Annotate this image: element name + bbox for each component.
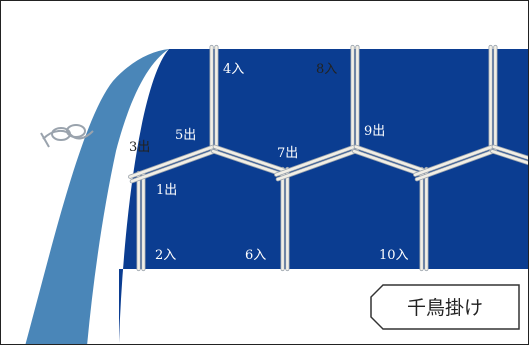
diagonal-thread-11-13 <box>413 144 496 182</box>
label-5-out: 5出 <box>175 128 196 143</box>
diagonal-thread-7-9 <box>274 144 358 182</box>
label-2-in: 2入 <box>155 248 176 263</box>
label-6-in: 6入 <box>245 248 266 263</box>
label-8-in: 8入 <box>316 62 337 77</box>
diagonal-thread-5-7 <box>211 144 288 178</box>
label-4-in: 4入 <box>223 62 244 77</box>
vertical-thread-1-2 <box>136 170 146 272</box>
net-panel <box>119 49 528 343</box>
caption-box <box>370 284 520 330</box>
diagonal-thread-3-5 <box>128 144 217 184</box>
diagonal-thread-13-edge <box>490 144 528 166</box>
vertical-thread-4-5 <box>209 44 219 152</box>
label-10-in: 10入 <box>379 248 409 263</box>
vertical-thread-6-7 <box>280 166 290 272</box>
label-3-out: 3出 <box>129 140 150 155</box>
label-9-out: 9出 <box>364 124 385 139</box>
diagonal-thread-9-11 <box>352 144 427 178</box>
label-1-out: 1出 <box>156 183 177 198</box>
caption-label: 千鳥掛け <box>406 296 483 319</box>
label-7-out: 7出 <box>277 146 298 161</box>
vertical-thread-12 <box>488 44 498 152</box>
rope-knot-icon <box>40 124 94 148</box>
vertical-thread-10-11 <box>419 166 429 272</box>
blade-edge <box>25 49 169 344</box>
vertical-thread-8-9 <box>350 44 360 152</box>
